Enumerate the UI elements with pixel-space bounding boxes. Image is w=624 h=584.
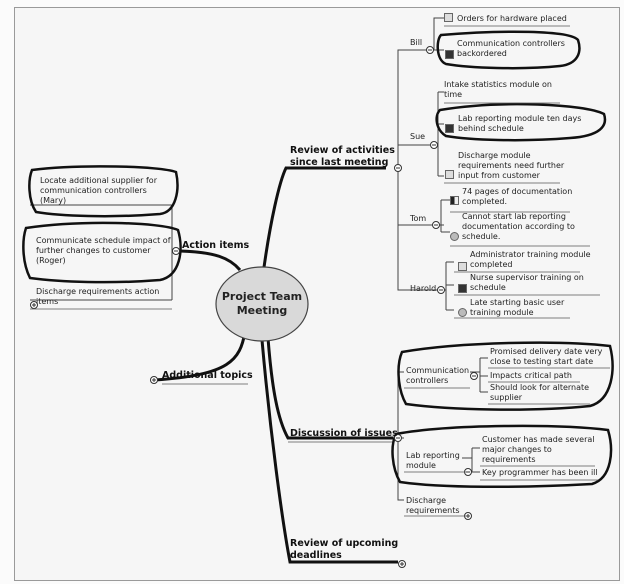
branch-discussion[interactable]: Discussion of issues bbox=[290, 428, 398, 439]
highlight-action-supplier bbox=[28, 165, 179, 218]
central-topic-line1: Project Team bbox=[221, 290, 303, 303]
branch-additional-topics[interactable]: Additional topics bbox=[162, 370, 253, 381]
clock-icon bbox=[450, 232, 459, 241]
action-item-2[interactable]: Communicate schedule impact of further c… bbox=[36, 236, 171, 265]
branch-review-line1: Review of activities bbox=[290, 145, 395, 156]
branch-upcoming-line1: Review of upcoming bbox=[290, 538, 399, 549]
highlight-comm-controllers bbox=[397, 341, 614, 411]
flag-icon bbox=[458, 284, 467, 293]
branch-line-upcoming bbox=[260, 339, 398, 564]
sue-item-3[interactable]: Discharge module requirements need furth… bbox=[458, 151, 565, 180]
person-tom[interactable]: Tom bbox=[410, 214, 427, 223]
checklist-icon bbox=[458, 262, 467, 271]
sue-item-1[interactable]: Intake statistics module on time bbox=[444, 80, 552, 99]
harold-item-2[interactable]: Nurse supervisor training on schedule bbox=[470, 273, 584, 292]
flag-icon bbox=[445, 50, 454, 59]
person-sue[interactable]: Sue bbox=[410, 132, 426, 141]
branch-line-discussion bbox=[266, 337, 393, 440]
comm-item-3[interactable]: Should look for alternate supplier bbox=[490, 383, 590, 402]
highlight-sue-lab bbox=[435, 102, 607, 142]
branch-line-action bbox=[179, 249, 242, 271]
issue-discharge[interactable]: Discharge requirements bbox=[406, 496, 460, 515]
document-icon bbox=[445, 170, 454, 179]
bill-item-1[interactable]: Orders for hardware placed bbox=[457, 14, 567, 23]
bill-item-2[interactable]: Communication controllers backordered bbox=[457, 39, 565, 58]
highlight-bill-backorder bbox=[436, 30, 581, 70]
branch-line-review bbox=[260, 166, 386, 283]
harold-item-1[interactable]: Administrator training module completed bbox=[470, 250, 591, 269]
action-item-1[interactable]: Locate additional supplier for communica… bbox=[40, 176, 157, 205]
lab-item-1[interactable]: Customer has made several major changes … bbox=[482, 435, 595, 464]
harold-item-3[interactable]: Late starting basic user training module bbox=[470, 298, 565, 317]
tom-item-2[interactable]: Cannot start lab reporting documentation… bbox=[462, 212, 575, 241]
issue-comm-controllers[interactable]: Communication controllers bbox=[406, 366, 470, 385]
central-topic[interactable]: Project Team Meeting bbox=[216, 290, 308, 318]
central-topic-shape bbox=[215, 266, 309, 342]
branch-review-line2: since last meeting bbox=[290, 157, 389, 168]
issue-lab-module[interactable]: Lab reporting module bbox=[406, 451, 460, 470]
highlight-lab-module bbox=[391, 424, 613, 489]
highlight-action-schedule bbox=[22, 221, 182, 284]
central-topic-line2: Meeting bbox=[236, 304, 288, 317]
clock-icon bbox=[458, 308, 467, 317]
branch-upcoming-line2: deadlines bbox=[290, 550, 342, 561]
comm-item-1[interactable]: Promised delivery date very close to tes… bbox=[490, 347, 603, 366]
flag-icon bbox=[445, 124, 454, 133]
lab-item-2[interactable]: Key programmer has been ill bbox=[482, 468, 598, 477]
person-harold[interactable]: Harold bbox=[410, 284, 437, 293]
comm-item-2[interactable]: Impacts critical path bbox=[490, 371, 572, 380]
branch-action-items[interactable]: Action items bbox=[182, 240, 250, 251]
branch-upcoming[interactable]: Review of upcoming deadlines bbox=[290, 538, 400, 562]
branch-line-additional bbox=[154, 331, 247, 382]
sue-item-2[interactable]: Lab reporting module ten days behind sch… bbox=[458, 114, 582, 133]
action-item-3[interactable]: Discharge requirements action items bbox=[36, 287, 160, 306]
branch-review[interactable]: Review of activities since last meeting bbox=[290, 145, 400, 169]
pie-icon bbox=[450, 196, 459, 205]
person-bill[interactable]: Bill bbox=[410, 38, 423, 47]
tom-item-1[interactable]: 74 pages of documentation completed. bbox=[462, 187, 573, 206]
calendar-icon bbox=[444, 13, 453, 22]
